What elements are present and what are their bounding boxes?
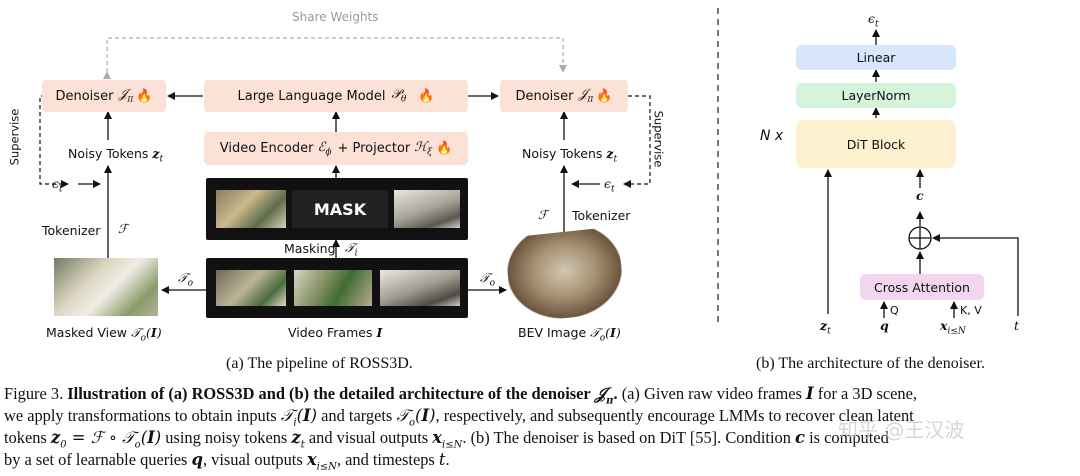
caption-b: (b) The architecture of the denoiser.: [756, 355, 985, 372]
flame-icon: 🔥: [136, 88, 153, 104]
encoder-symbol: ℰϕ: [317, 139, 332, 158]
denoiser-left-symbol: 𝒥π: [118, 87, 134, 105]
figure-caption-line3: tokens z0 = ℱ ∘ 𝒯o(I) using noisy tokens…: [4, 428, 889, 451]
noisy-tokens-right: Noisy Tokens zt: [522, 146, 618, 165]
cross-attention-box: Cross Attention: [860, 274, 984, 300]
q-label: Q: [890, 304, 899, 317]
epsilon-right: ϵt: [604, 176, 615, 195]
zt-input: zt: [820, 318, 831, 337]
denoiser-left-box: Denoiser 𝒥π 🔥: [42, 80, 166, 112]
masked-filmstrip: MASK: [206, 178, 468, 240]
masking-symbol: 𝒯i: [345, 240, 358, 259]
caption-a: (a) The pipeline of ROSS3D.: [226, 355, 413, 372]
epsilon-left: ϵt: [52, 176, 63, 195]
video-frame: [216, 190, 286, 228]
noisy-tokens-left: Noisy Tokens zt: [68, 146, 164, 165]
supervise-left-label: Supervise: [7, 108, 22, 166]
denoiser-right-label: Denoiser: [515, 88, 574, 104]
watermark: 知乎 @王汉波: [838, 418, 965, 442]
video-encoder-box: Video Encoder ℰϕ + Projector ℋξ 🔥: [204, 132, 468, 165]
c-label: c: [916, 188, 924, 203]
video-frame: [216, 270, 286, 306]
mask-frame: MASK: [292, 190, 388, 228]
video-frames-caption: Video Frames I: [288, 325, 383, 340]
projector-symbol: ℋξ: [414, 139, 433, 158]
linear-box: Linear: [796, 45, 956, 70]
share-weights-label: Share Weights: [292, 10, 379, 24]
bev-image-caption: BEV Image 𝒯o(I): [518, 325, 621, 344]
bev-image: [503, 226, 627, 324]
denoiser-right-symbol: 𝒥π: [578, 87, 594, 105]
flame-icon: 🔥: [596, 88, 613, 104]
llm-box: Large Language Model 𝒫θ 🔥: [204, 80, 468, 112]
flame-icon: 🔥: [436, 141, 453, 156]
video-encoder-label: Video Encoder: [219, 141, 314, 156]
to-left: 𝒯o: [178, 270, 193, 289]
figure-caption-line1: Figure 3. Illustration of (a) ROSS3D and…: [4, 384, 918, 407]
tokenizer-right-label: Tokenizer: [572, 208, 631, 223]
denoiser-right-box: Denoiser 𝒥π 🔥: [500, 80, 628, 112]
flame-icon: 🔥: [418, 88, 435, 104]
llm-label: Large Language Model: [237, 88, 386, 104]
tokenizer-left-symbol: ℱ: [118, 221, 128, 236]
figure-caption-line2: we apply transformations to obtain input…: [4, 406, 914, 429]
kv-label: K, V: [960, 304, 982, 317]
video-filmstrip: [206, 258, 468, 318]
masking-label: Masking: [284, 241, 336, 256]
tokenizer-right-symbol: ℱ: [538, 207, 548, 222]
x-input: xi≤N: [940, 318, 966, 337]
layernorm-box: LayerNorm: [796, 83, 956, 108]
video-frame: [294, 270, 372, 306]
projector-label: + Projector: [337, 141, 411, 156]
mask-label: MASK: [313, 199, 367, 219]
masked-view-caption: Masked View 𝒯o(I): [46, 325, 162, 344]
supervise-right-label: Supervise: [651, 110, 666, 168]
figure-caption-line4: by a set of learnable queries q, visual …: [4, 450, 450, 473]
video-frame: [394, 190, 460, 228]
masked-view-image: [54, 258, 158, 316]
dit-block-box: DiT Block: [796, 120, 956, 168]
n-x-label: N x: [760, 128, 784, 144]
denoiser-left-label: Denoiser: [55, 88, 114, 104]
llm-symbol: 𝒫θ: [391, 87, 407, 105]
q-input: q: [880, 318, 889, 333]
to-right: 𝒯o: [480, 270, 495, 289]
video-frame: [380, 270, 460, 306]
tokenizer-left-label: Tokenizer: [42, 223, 101, 238]
epsilon-output: ϵt: [868, 11, 879, 30]
t-input: t: [1014, 318, 1020, 333]
